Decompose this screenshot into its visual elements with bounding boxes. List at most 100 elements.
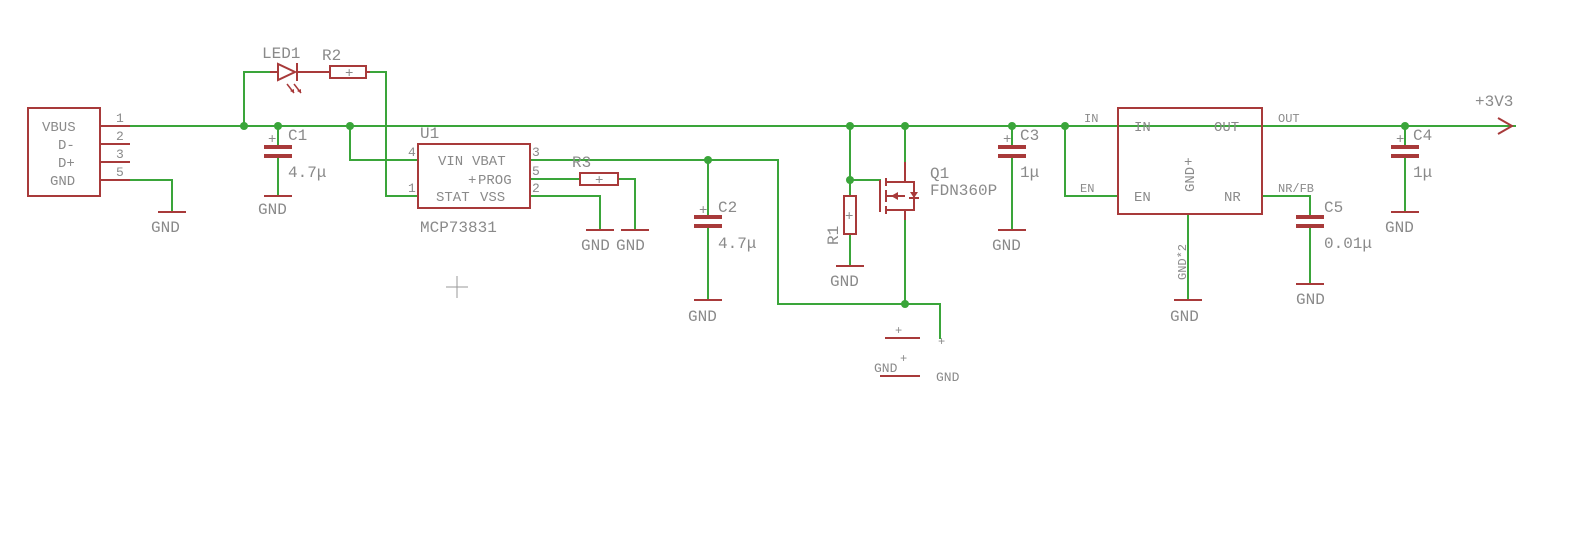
c1-value: 4.7μ bbox=[288, 164, 326, 182]
junction-dot bbox=[346, 122, 354, 130]
junctions bbox=[240, 122, 1409, 308]
gnd-label: GND bbox=[258, 201, 287, 219]
gnd-label: GND bbox=[688, 308, 717, 326]
c4-value: 1μ bbox=[1413, 164, 1432, 182]
supply-label: +3V3 bbox=[1475, 93, 1513, 111]
r1-ref: R1 bbox=[825, 226, 843, 245]
u1-pin-prog: PROG bbox=[478, 173, 512, 189]
crosshair-cursor-icon bbox=[446, 276, 468, 298]
c2-ref: C2 bbox=[718, 199, 737, 217]
r2-ref: R2 bbox=[322, 47, 341, 65]
q1-part: FDN360P bbox=[930, 182, 997, 200]
u1-pin-vss: VSS bbox=[480, 190, 505, 206]
net-label-en: EN bbox=[1080, 182, 1094, 196]
junction-dot bbox=[846, 122, 854, 130]
junction-dot bbox=[1061, 122, 1069, 130]
gnd-label: GND bbox=[581, 237, 610, 255]
junction-dot bbox=[240, 122, 248, 130]
connector-pin-number: 5 bbox=[116, 165, 124, 180]
junction-dot bbox=[1401, 122, 1409, 130]
gnd-label: GND bbox=[1296, 291, 1325, 309]
gnd-label: GND bbox=[830, 273, 859, 291]
junction-dot bbox=[704, 156, 712, 164]
u1-pin-vbat: VBAT bbox=[472, 154, 506, 170]
c5-value: 0.01μ bbox=[1324, 235, 1372, 253]
plus-sign: + bbox=[1184, 155, 1192, 171]
reg-pin-in: IN bbox=[1134, 120, 1151, 136]
capacitor-c5[interactable]: C5 0.01μ bbox=[1296, 199, 1372, 253]
plus-sign: + bbox=[699, 203, 707, 219]
led1-ref: LED1 bbox=[262, 45, 300, 63]
plus-sign: + bbox=[468, 173, 476, 189]
u1-pin-number: 1 bbox=[408, 181, 416, 196]
u1-pin-number: 3 bbox=[532, 145, 540, 160]
connector-pin-number: 1 bbox=[116, 111, 124, 126]
plus-sign: + bbox=[268, 132, 276, 148]
gnd-label: GND bbox=[874, 361, 898, 376]
connector-pin-number: 3 bbox=[116, 147, 124, 162]
resistor-r3[interactable]: + R3 bbox=[572, 154, 619, 189]
gnd-symbols: GND GND GND GND GND GND GND GND GND GND bbox=[151, 195, 1419, 326]
net-label-in: IN bbox=[1084, 112, 1098, 126]
junction-dot bbox=[846, 176, 854, 184]
gnd-label: GND bbox=[936, 370, 960, 385]
reg-pin-en: EN bbox=[1134, 190, 1151, 206]
c2-value: 4.7μ bbox=[718, 235, 756, 253]
capacitor-c1[interactable]: + C1 4.7μ bbox=[264, 127, 326, 182]
gnd-label: GND bbox=[1170, 308, 1199, 326]
net-label-out: OUT bbox=[1278, 112, 1300, 126]
c3-value: 1μ bbox=[1020, 164, 1039, 182]
c5-ref: C5 bbox=[1324, 199, 1343, 217]
net-label-nrfb: NR/FB bbox=[1278, 182, 1314, 196]
capacitor-c4[interactable]: + C4 1μ bbox=[1391, 127, 1432, 182]
reg-pin-nr: NR bbox=[1224, 190, 1241, 206]
gnd-label: GND bbox=[151, 219, 180, 237]
u1-part: MCP73831 bbox=[420, 219, 497, 237]
connector-pin-vbus: VBUS bbox=[42, 120, 76, 136]
mosfet-q1[interactable]: Q1 FDN360P bbox=[879, 162, 997, 220]
gnd-label: GND bbox=[616, 237, 645, 255]
reg-pin-out: OUT bbox=[1214, 120, 1239, 136]
u1-pin-number: 5 bbox=[532, 164, 540, 179]
junction-dot bbox=[1008, 122, 1016, 130]
plus-sign: + bbox=[900, 352, 907, 366]
q1-ref: Q1 bbox=[930, 165, 949, 183]
battery-terminal[interactable]: + + + GND GND bbox=[874, 324, 960, 385]
plus-sign: + bbox=[1396, 132, 1404, 148]
resistor-r1[interactable]: + R1 bbox=[825, 195, 857, 245]
junction-dot bbox=[901, 300, 909, 308]
junction-dot bbox=[274, 122, 282, 130]
capacitor-c2[interactable]: + C2 4.7μ bbox=[694, 199, 756, 253]
reg-pin-gnd: GND bbox=[1183, 167, 1199, 192]
plus-sign: + bbox=[595, 173, 603, 189]
voltage-regulator[interactable]: IN EN OUT NR GND + IN EN OUT NR/FB GND*2 bbox=[1080, 107, 1314, 280]
plus-sign: + bbox=[345, 66, 353, 82]
u1-pin-vin: VIN bbox=[438, 154, 463, 170]
led1[interactable]: LED1 bbox=[262, 45, 330, 94]
plus-sign: + bbox=[1003, 132, 1011, 148]
u1-pin-stat: STAT bbox=[436, 190, 470, 206]
resistor-r2[interactable]: + R2 bbox=[322, 47, 370, 82]
plus-sign: + bbox=[895, 324, 902, 338]
r3-ref: R3 bbox=[572, 154, 591, 172]
usb-connector[interactable]: VBUS D- D+ GND 1 2 3 5 bbox=[27, 107, 130, 197]
net-label-gnd2: GND*2 bbox=[1176, 244, 1190, 280]
capacitor-c3[interactable]: + C3 1μ bbox=[998, 127, 1039, 182]
plus-sign: + bbox=[938, 335, 945, 349]
gnd-label: GND bbox=[992, 237, 1021, 255]
u1-ref: U1 bbox=[420, 125, 439, 143]
connector-pin-number: 2 bbox=[116, 129, 124, 144]
c4-ref: C4 bbox=[1413, 127, 1432, 145]
junction-dot bbox=[901, 122, 909, 130]
c3-ref: C3 bbox=[1020, 127, 1039, 145]
plus-sign: + bbox=[845, 209, 853, 225]
gnd-label: GND bbox=[1385, 219, 1414, 237]
ic-u1[interactable]: U1 MCP73831 VIN VBAT PROG STAT VSS + 4 1… bbox=[408, 125, 540, 237]
connector-pin-gnd: GND bbox=[50, 174, 75, 190]
u1-pin-number: 2 bbox=[532, 181, 540, 196]
connector-pin-dminus: D- bbox=[58, 138, 75, 154]
u1-pin-number: 4 bbox=[408, 145, 416, 160]
connector-pin-dplus: D+ bbox=[58, 156, 75, 172]
supply-3v3[interactable]: +3V3 bbox=[1475, 93, 1515, 135]
